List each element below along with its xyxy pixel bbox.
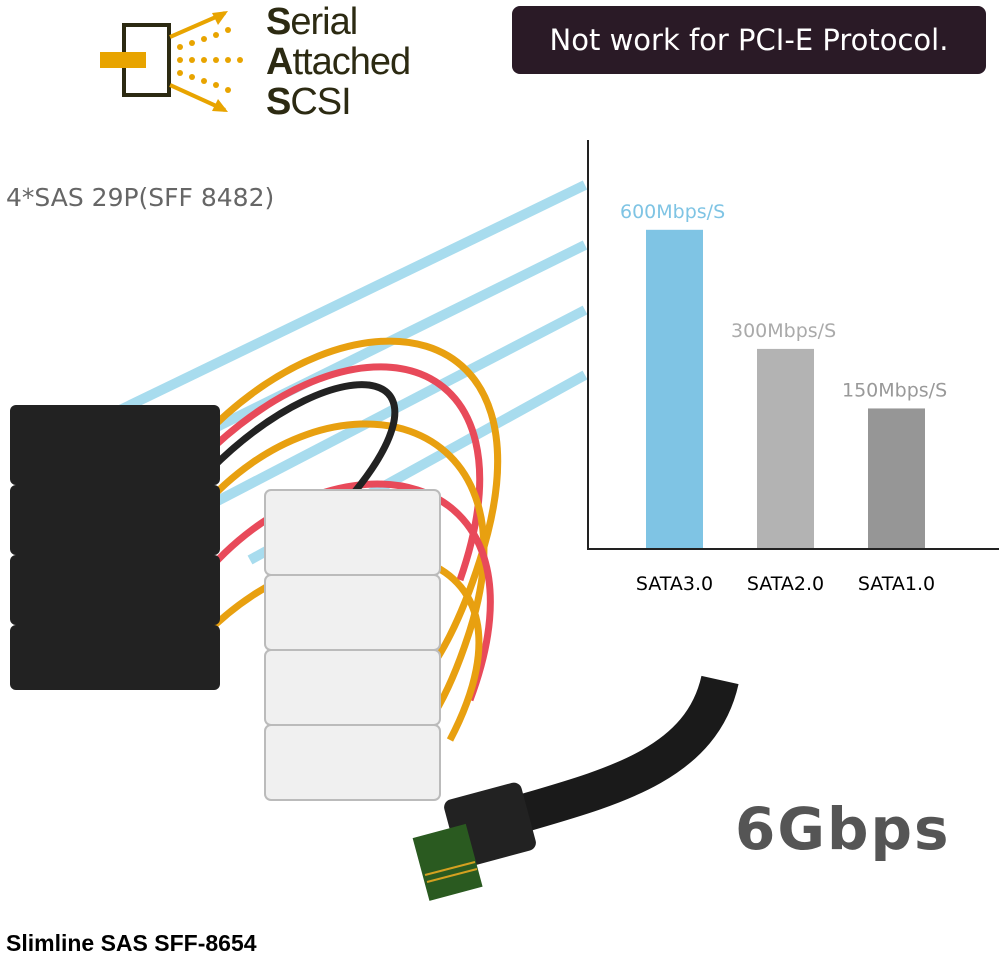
sas-connector-label: 4*SAS 29P(SFF 8482)	[6, 183, 275, 212]
molex-connectors	[264, 489, 441, 801]
bar-sata2.0	[757, 348, 814, 548]
category-label: SATA2.0	[747, 573, 824, 595]
category-label: SATA1.0	[858, 573, 935, 595]
bar-data-label: 600Mbps/S	[620, 201, 725, 223]
bar-sata3.0	[646, 229, 703, 549]
sas-29p-connectors	[10, 405, 220, 690]
bar-sata1.0	[868, 408, 925, 548]
slimline-label: Slimline SAS SFF-8654	[6, 930, 257, 956]
notice-banner: Not work for PCI-E Protocol.	[512, 6, 986, 74]
slimline-sas-cable	[412, 675, 739, 901]
bar-data-label: 300Mbps/S	[731, 320, 836, 342]
logo-initial: S	[266, 1, 291, 43]
bar-data-label: 150Mbps/S	[842, 379, 947, 401]
logo-word: ttached	[292, 41, 411, 83]
sas-logo-icon	[100, 11, 243, 112]
logo-initial: S	[266, 81, 291, 123]
cable-illustration	[10, 180, 588, 801]
category-label: SATA3.0	[636, 573, 713, 595]
sas-logo-text: Serial Attached SCSI	[266, 1, 411, 123]
sata-speed-chart: 600Mbps/S SATA3.0 300Mbps/S SATA2.0 150Mbps/…	[587, 140, 999, 595]
speed-label: 6Gbps	[735, 795, 951, 863]
logo-word: erial	[290, 1, 358, 43]
logo-word: CSI	[290, 81, 351, 123]
logo-initial: A	[266, 41, 293, 83]
